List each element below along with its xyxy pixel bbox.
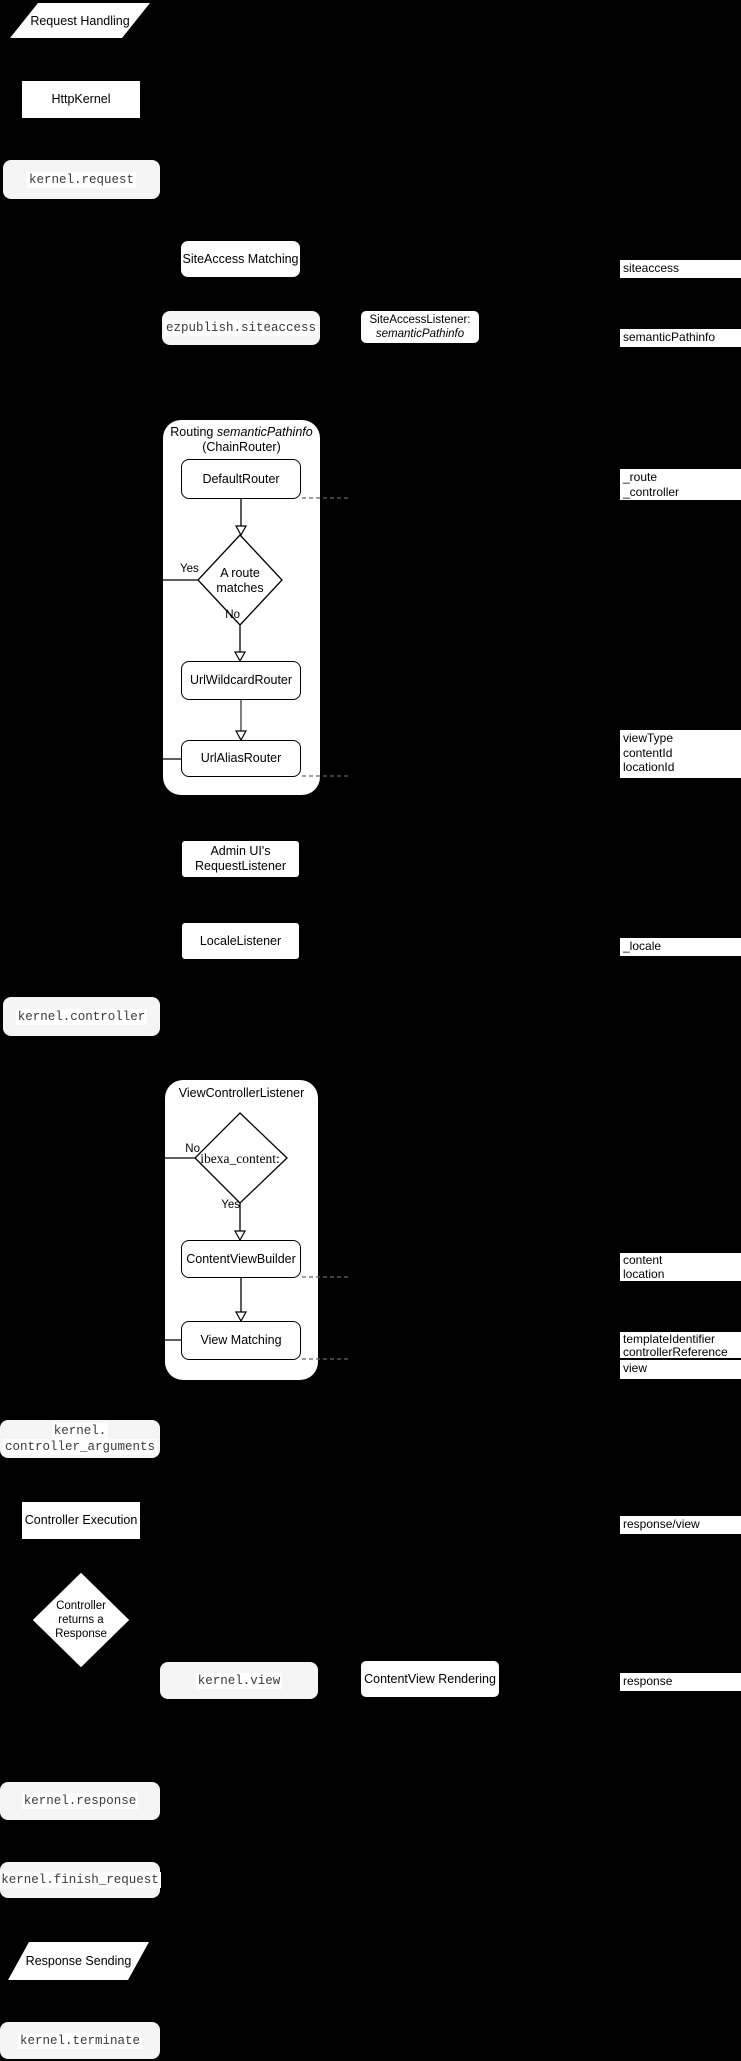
url-wildcard-router-label: UrlWildcardRouter bbox=[189, 673, 293, 687]
side-label-siteaccess: siteaccess bbox=[620, 260, 741, 278]
admin-request-listener-line2: RequestListener bbox=[194, 859, 287, 873]
side-label-locale: _locale bbox=[620, 938, 741, 956]
kernel-terminate-label: kernel.terminate bbox=[17, 2032, 143, 2049]
no-label-routing: No bbox=[225, 609, 240, 621]
side-label-controller: _controller bbox=[623, 484, 680, 499]
event-kernel-terminate: kernel.terminate bbox=[0, 2022, 160, 2059]
side-label-template-controller: templateIdentifier controllerReference bbox=[620, 1332, 741, 1358]
ezpublish-siteaccess-label: ezpublish.siteaccess bbox=[163, 320, 319, 336]
yes-label-vcl: Yes bbox=[221, 1199, 240, 1211]
siteaccess-listener-box: SiteAccessListener: semanticPathinfo bbox=[360, 310, 480, 344]
admin-request-listener-box: Admin UI's RequestListener bbox=[181, 840, 300, 878]
side-label-location: location bbox=[623, 1266, 665, 1281]
controller-returns-diamond-text: Controller returns a Response bbox=[31, 1599, 131, 1641]
event-kernel-view: kernel.view bbox=[160, 1662, 318, 1699]
event-kernel-controller-arguments: kernel. controller_arguments bbox=[0, 1420, 160, 1458]
controller-execution-box: Controller Execution bbox=[21, 1501, 141, 1540]
controller-returns-line3: Response bbox=[55, 1628, 107, 1640]
yes-label-routing: Yes bbox=[180, 563, 199, 575]
controller-returns-line1: Controller bbox=[56, 1600, 106, 1612]
routing-group-title: Routing semanticPathinfo (ChainRouter) bbox=[163, 425, 320, 455]
default-router-box: DefaultRouter bbox=[181, 459, 301, 499]
request-handling-parallelogram: Request Handling bbox=[10, 3, 150, 38]
side-label-content-location: content location bbox=[620, 1253, 741, 1281]
controller-execution-label: Controller Execution bbox=[24, 1513, 138, 1527]
side-label-response-view: response/view bbox=[620, 1516, 741, 1534]
response-sending-parallelogram: Response Sending bbox=[8, 1942, 149, 1980]
view-matching-box: View Matching bbox=[181, 1321, 301, 1360]
side-label-contentid: contentId bbox=[623, 745, 673, 760]
url-alias-router-label: UrlAliasRouter bbox=[200, 751, 282, 765]
side-label-route: _route bbox=[623, 470, 658, 484]
url-wildcard-router-box: UrlWildcardRouter bbox=[181, 661, 301, 700]
controller-returns-line2: returns a bbox=[58, 1614, 104, 1626]
url-alias-router-box: UrlAliasRouter bbox=[181, 740, 301, 777]
httpkernel-label: HttpKernel bbox=[51, 92, 111, 106]
routing-title-line2: (ChainRouter) bbox=[202, 440, 281, 454]
content-view-builder-label: ContentViewBuilder bbox=[186, 1251, 296, 1266]
siteaccess-matching-box: SiteAccess Matching bbox=[180, 240, 301, 278]
event-kernel-request: kernel.request bbox=[3, 160, 160, 199]
siteaccess-matching-label: SiteAccess Matching bbox=[182, 251, 299, 266]
event-kernel-controller: kernel.controller bbox=[3, 997, 160, 1036]
default-router-label: DefaultRouter bbox=[202, 471, 280, 486]
locale-listener-label: LocaleListener bbox=[199, 933, 282, 948]
kernel-finish-request-label: kernel.finish_request bbox=[0, 1872, 161, 1888]
contentview-rendering-box: ContentView Rendering bbox=[360, 1660, 500, 1698]
routing-title-prefix: Routing bbox=[170, 425, 217, 439]
side-label-view: view bbox=[620, 1360, 741, 1379]
side-label-semantic-pathinfo: semanticPathinfo bbox=[620, 329, 741, 347]
event-ezpublish-siteaccess: ezpublish.siteaccess bbox=[162, 311, 320, 345]
kernel-controller-arguments-line1: kernel. bbox=[51, 1423, 109, 1439]
route-matches-line1: A route bbox=[220, 566, 260, 580]
kernel-view-label: kernel.view bbox=[195, 1672, 283, 1689]
httpkernel-box: HttpKernel bbox=[21, 80, 141, 119]
side-label-controllerreference: controllerReference bbox=[623, 1344, 728, 1359]
kernel-response-label: kernel.response bbox=[21, 1793, 139, 1809]
side-label-response: response bbox=[620, 1673, 741, 1691]
vcl-group-title: ViewControllerListener bbox=[178, 1086, 305, 1100]
side-label-content: content bbox=[623, 1253, 663, 1267]
admin-request-listener-line1: Admin UI's bbox=[210, 844, 271, 858]
content-view-builder-box: ContentViewBuilder bbox=[181, 1240, 301, 1278]
request-handling-label: Request Handling bbox=[30, 13, 130, 28]
routing-title-italic: semanticPathinfo bbox=[216, 425, 313, 439]
contentview-rendering-label: ContentView Rendering bbox=[364, 1671, 496, 1686]
side-label-locationid: locationId bbox=[623, 760, 675, 774]
route-matches-line2: matches bbox=[216, 581, 264, 595]
kernel-controller-label: kernel.controller bbox=[15, 1008, 148, 1025]
kernel-controller-arguments-line2: controller_arguments bbox=[2, 1439, 158, 1455]
siteaccess-listener-line2: semanticPathinfo bbox=[375, 328, 465, 340]
response-sending-label: Response Sending bbox=[25, 1954, 132, 1968]
event-kernel-response: kernel.response bbox=[0, 1782, 160, 1820]
event-kernel-finish-request: kernel.finish_request bbox=[0, 1862, 161, 1898]
side-label-templateidentifier: templateIdentifier bbox=[623, 1332, 716, 1346]
view-matching-label: View Matching bbox=[200, 1333, 282, 1347]
side-label-viewtype: viewType bbox=[623, 731, 674, 745]
ibexa-content-diamond-text: ibexa_content: bbox=[200, 1151, 280, 1166]
locale-listener-box: LocaleListener bbox=[181, 922, 300, 960]
no-label-vcl: No bbox=[185, 1143, 200, 1155]
siteaccess-listener-line1: SiteAccessListener: bbox=[369, 314, 471, 326]
side-label-route-controller: _route _controller bbox=[620, 469, 741, 500]
route-matches-diamond-text: A route matches bbox=[195, 566, 285, 596]
kernel-request-label: kernel.request bbox=[26, 171, 137, 188]
side-label-view-params: viewType contentId locationId bbox=[620, 730, 741, 778]
